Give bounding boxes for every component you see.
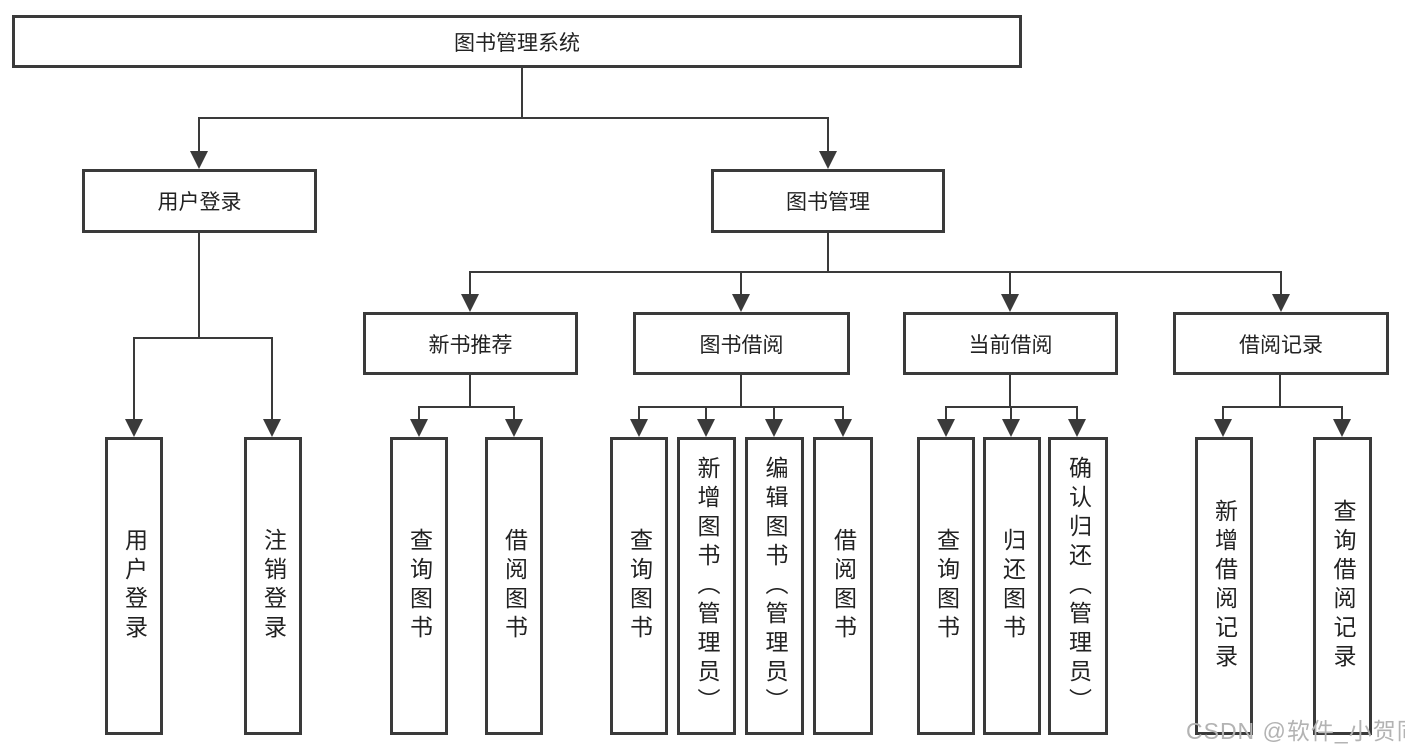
connector-line: [945, 406, 947, 420]
connector-line: [133, 337, 135, 420]
connector-line: [740, 271, 742, 295]
arrowhead-down-icon: [1002, 419, 1020, 437]
connector-line: [1280, 271, 1282, 295]
connector-line: [773, 406, 775, 420]
arrowhead-down-icon: [630, 419, 648, 437]
node-user-login: 用户登录: [82, 169, 317, 233]
arrowhead-down-icon: [505, 419, 523, 437]
connector-line: [638, 406, 843, 408]
connector-line: [198, 232, 200, 337]
connector-line: [1009, 271, 1011, 295]
arrowhead-down-icon: [765, 419, 783, 437]
arrowhead-down-icon: [263, 419, 281, 437]
connector-line: [1341, 406, 1343, 420]
node-library-management-system: 图书管理系统: [12, 15, 1022, 68]
connector-line: [271, 337, 273, 420]
connector-line: [469, 374, 471, 406]
leaf-return-book: 归还图书: [983, 437, 1041, 735]
leaf-borrow-books-recommend: 借阅图书: [485, 437, 543, 735]
node-book-management: 图书管理: [711, 169, 945, 233]
node-book-borrowing: 图书借阅: [633, 312, 850, 375]
connector-line: [705, 406, 707, 420]
node-new-book-recommendation: 新书推荐: [363, 312, 578, 375]
leaf-add-book-admin: 新增图书（管理员）: [677, 437, 736, 735]
leaf-add-borrow-record: 新增借阅记录: [1195, 437, 1253, 735]
leaf-query-books-recommend: 查询图书: [390, 437, 448, 735]
connector-line: [521, 67, 523, 118]
connector-line: [133, 337, 273, 339]
leaf-confirm-return-admin: 确认归还（管理员）: [1048, 437, 1108, 735]
connector-line: [827, 232, 829, 271]
arrowhead-down-icon: [410, 419, 428, 437]
connector-line: [198, 118, 200, 152]
connector-line: [1076, 406, 1078, 420]
connector-line: [638, 406, 640, 420]
node-current-borrowing: 当前借阅: [903, 312, 1118, 375]
arrowhead-down-icon: [732, 294, 750, 312]
connector-line: [1009, 374, 1011, 406]
connector-line: [1222, 406, 1342, 408]
arrowhead-down-icon: [1214, 419, 1232, 437]
connector-line: [418, 406, 420, 420]
leaf-user-login: 用户登录: [105, 437, 163, 735]
connector-line: [469, 271, 1282, 273]
leaf-query-books-current: 查询图书: [917, 437, 975, 735]
leaf-logout: 注销登录: [244, 437, 302, 735]
arrowhead-down-icon: [190, 151, 208, 169]
connector-line: [842, 406, 844, 420]
connector-line: [1222, 406, 1224, 420]
connector-line: [1279, 374, 1281, 406]
arrowhead-down-icon: [834, 419, 852, 437]
leaf-edit-book-admin: 编辑图书（管理员）: [745, 437, 804, 735]
arrowhead-down-icon: [1272, 294, 1290, 312]
arrowhead-down-icon: [1068, 419, 1086, 437]
arrowhead-down-icon: [697, 419, 715, 437]
leaf-query-books-borrowing: 查询图书: [610, 437, 668, 735]
leaf-query-borrow-record: 查询借阅记录: [1313, 437, 1372, 735]
connector-line: [469, 271, 471, 295]
connector-line: [827, 118, 829, 152]
arrowhead-down-icon: [461, 294, 479, 312]
connector-line: [418, 406, 515, 408]
arrowhead-down-icon: [125, 419, 143, 437]
connector-line: [513, 406, 515, 420]
connector-line: [1010, 406, 1012, 420]
arrowhead-down-icon: [819, 151, 837, 169]
leaf-borrow-books: 借阅图书: [813, 437, 873, 735]
connector-line: [198, 117, 829, 119]
node-borrowing-records: 借阅记录: [1173, 312, 1389, 375]
arrowhead-down-icon: [937, 419, 955, 437]
connector-line: [740, 374, 742, 406]
csdn-watermark: CSDN @软件_小贺同学: [1186, 718, 1405, 744]
arrowhead-down-icon: [1001, 294, 1019, 312]
arrowhead-down-icon: [1333, 419, 1351, 437]
